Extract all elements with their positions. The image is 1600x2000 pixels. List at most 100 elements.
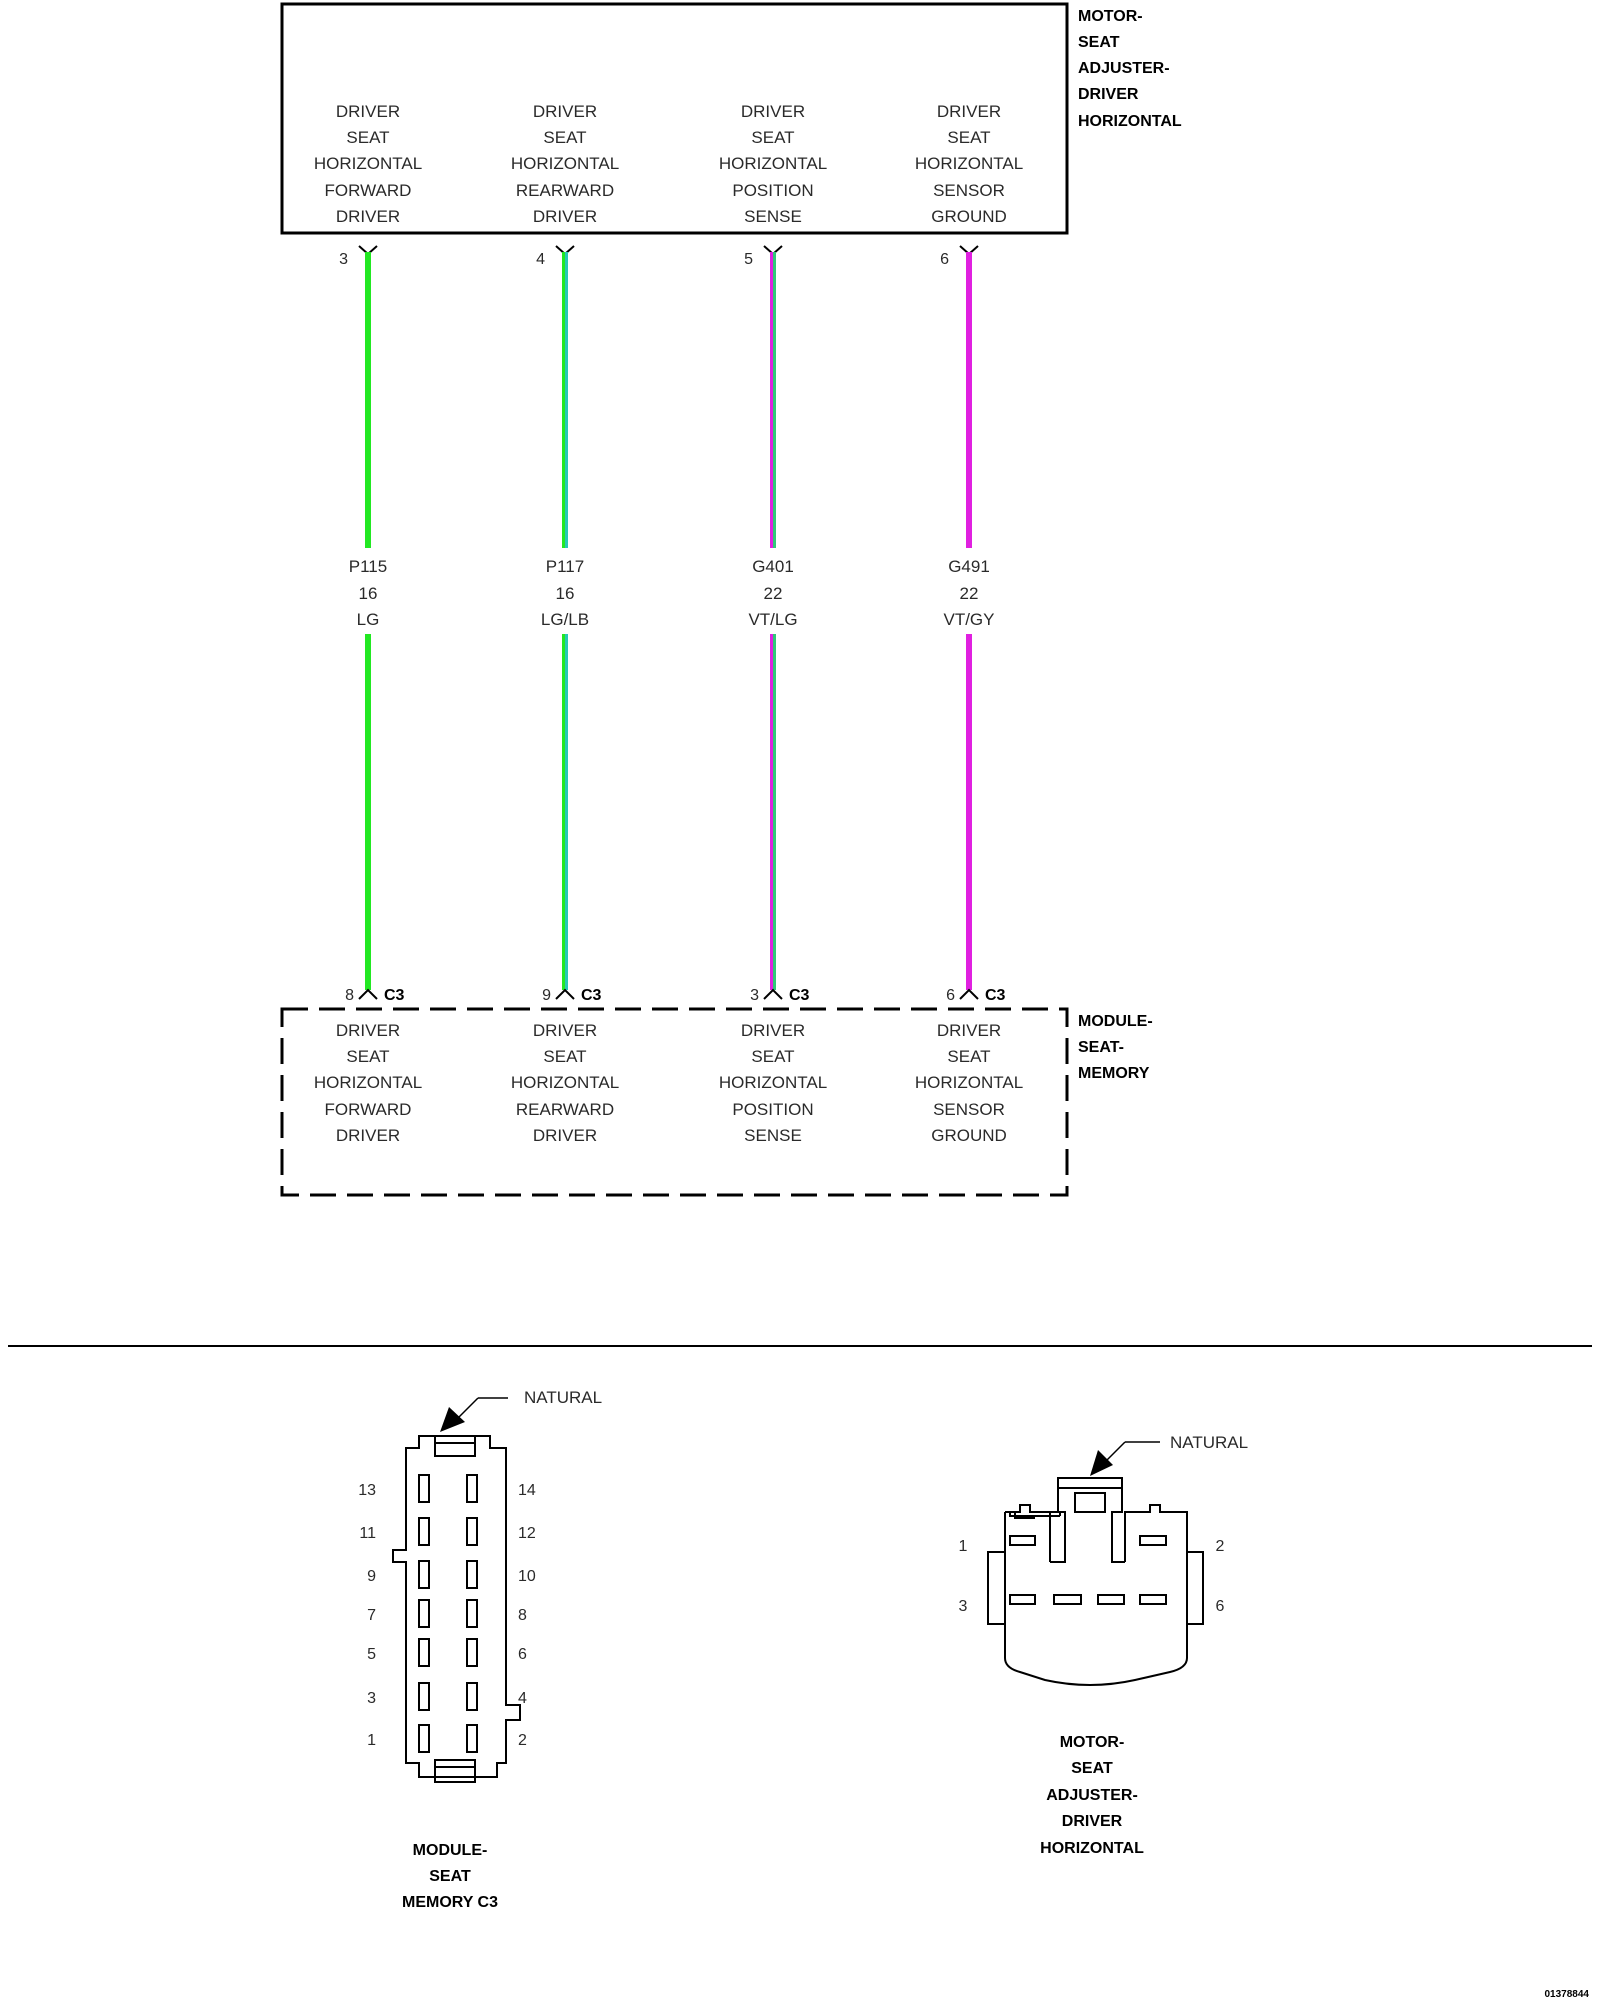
svg-text:SEAT: SEAT [429, 1868, 471, 1885]
wire-color-code: LG [357, 610, 380, 629]
svg-text:2: 2 [1216, 1538, 1225, 1555]
module-circuit-label-line: SEAT [543, 1047, 586, 1066]
motor-circuit-label-line: POSITION [732, 181, 813, 200]
connector-cavity [466, 1474, 478, 1503]
motor-connector-callout: NATURAL [1090, 1433, 1248, 1476]
connector-cavity [418, 1682, 430, 1711]
connector-cavity [466, 1560, 478, 1589]
female-terminal-symbol [959, 988, 979, 1000]
wire-circuit-number: G401 [752, 557, 794, 576]
module-connector-pin-right: 8 [518, 1607, 527, 1624]
module-circuit-label-line: HORIZONTAL [511, 1073, 619, 1092]
motor-circuit-label-line: HORIZONTAL [719, 154, 827, 173]
svg-text:HORIZONTAL: HORIZONTAL [1078, 113, 1182, 130]
svg-text:MODULE-: MODULE- [413, 1842, 488, 1859]
module-pin-number: 8 [345, 987, 354, 1004]
connector-cavity [418, 1638, 430, 1667]
module-connector-callout: NATURAL [440, 1388, 602, 1432]
motor-pin-number: 6 [940, 251, 949, 268]
module-circuit-label-line: DRIVER [741, 1021, 805, 1040]
motor-circuit-label-line: FORWARD [325, 181, 412, 200]
module-circuit-label-line: HORIZONTAL [915, 1073, 1023, 1092]
female-terminal-symbol [555, 988, 575, 1000]
wire-circuit-number: P115 [349, 557, 387, 576]
connector-cavity [466, 1724, 478, 1753]
connector-cavity [418, 1724, 430, 1753]
connector-cavity [466, 1638, 478, 1667]
module-pin-number: 9 [542, 987, 551, 1004]
module-connector-pin-right: 2 [518, 1732, 527, 1749]
module-circuit-label-line: HORIZONTAL [719, 1073, 827, 1092]
connector-cavity [466, 1517, 478, 1546]
svg-text:3: 3 [959, 1598, 968, 1615]
module-circuit-label-line: REARWARD [516, 1100, 614, 1119]
module-circuit-label-line: GROUND [931, 1126, 1007, 1145]
svg-text:ADJUSTER-: ADJUSTER- [1046, 1787, 1138, 1804]
female-terminal-symbol [358, 988, 378, 1000]
motor-pin-number: 4 [536, 251, 545, 268]
wire-gauge: 22 [960, 584, 979, 603]
svg-text:SEAT: SEAT [1071, 1760, 1113, 1777]
module-circuit-label-line: DRIVER [336, 1021, 400, 1040]
module-circuit-label-line: SENSOR [933, 1100, 1005, 1119]
module-component-box [280, 1007, 1069, 1197]
wire-circuit-number: G491 [948, 557, 990, 576]
module-circuit-label-line: SEAT [346, 1047, 389, 1066]
motor-circuit-label-line: HORIZONTAL [511, 154, 619, 173]
module-circuit-label-line: SEAT [947, 1047, 990, 1066]
motor-circuit-label-line: DRIVER [336, 207, 400, 226]
document-id: 01378844 [1545, 1989, 1590, 2000]
module-connector-pin-right: 6 [518, 1646, 527, 1663]
module-circuit-label-line: SENSE [744, 1126, 802, 1145]
module-pin-number: 6 [946, 987, 955, 1004]
motor-component-box [280, 2, 1069, 235]
motor-circuit-label-line: DRIVER [533, 102, 597, 121]
module-circuit-label-line: HORIZONTAL [314, 1073, 422, 1092]
connector-cavity [418, 1517, 430, 1546]
motor-circuit-label-line: SENSOR [933, 181, 1005, 200]
wires [365, 252, 972, 990]
motor-circuit-label-line: HORIZONTAL [915, 154, 1023, 173]
module-circuit-label-line: FORWARD [325, 1100, 412, 1119]
module-connector-cavities [418, 1474, 478, 1753]
motor-connector-pin-numbers: 1 2 3 6 [959, 1538, 1225, 1615]
motor-connector-view [987, 1477, 1204, 1686]
wire-gauge: 22 [764, 584, 783, 603]
connector-cavity [418, 1560, 430, 1589]
motor-circuit-label-line: GROUND [931, 207, 1007, 226]
module-circuit-label-line: POSITION [732, 1100, 813, 1119]
motor-circuit-label-line: DRIVER [741, 102, 805, 121]
module-connector-pin-right: 12 [518, 1525, 536, 1542]
module-circuit-label-line: DRIVER [336, 1126, 400, 1145]
motor-component-name: MOTOR- SEAT ADJUSTER- DRIVER HORIZONTAL [1078, 8, 1182, 130]
svg-text:SEAT: SEAT [1078, 34, 1120, 51]
motor-connector-title: MOTOR- SEAT ADJUSTER- DRIVER HORIZONTAL [1040, 1734, 1144, 1857]
wire-color-code: LG/LB [541, 610, 589, 629]
svg-text:MOTOR-: MOTOR- [1078, 8, 1143, 25]
module-connector-pin-left: 13 [358, 1482, 376, 1499]
svg-text:DRIVER: DRIVER [1078, 86, 1139, 103]
module-connector-id: C3 [384, 987, 405, 1004]
motor-circuit-label-line: REARWARD [516, 181, 614, 200]
wire-gauge: 16 [556, 584, 575, 603]
svg-text:MOTOR-: MOTOR- [1060, 1734, 1125, 1751]
module-connector-view [392, 1435, 521, 1783]
wire-color-code: VT/LG [748, 610, 797, 629]
module-circuit-label-line: DRIVER [533, 1021, 597, 1040]
module-connector-pin-left: 9 [367, 1568, 376, 1585]
motor-circuit-labels: DRIVER SEAT HORIZONTAL FORWARD DRIVER DRIVER S… [314, 102, 1023, 226]
connector-cavity [466, 1682, 478, 1711]
motor-circuit-label-line: SEAT [543, 128, 586, 147]
svg-text:MODULE-: MODULE- [1078, 1013, 1153, 1030]
svg-text:6: 6 [1216, 1598, 1225, 1615]
svg-text:NATURAL: NATURAL [1170, 1433, 1248, 1452]
module-connector-pin-left: 3 [367, 1690, 376, 1707]
motor-circuit-label-line: SENSE [744, 207, 802, 226]
module-pin-number: 3 [750, 987, 759, 1004]
wire-gauge: 16 [359, 584, 378, 603]
motor-circuit-label-line: HORIZONTAL [314, 154, 422, 173]
module-connector-pin-right: 10 [518, 1568, 536, 1585]
svg-text:ADJUSTER-: ADJUSTER- [1078, 60, 1170, 77]
